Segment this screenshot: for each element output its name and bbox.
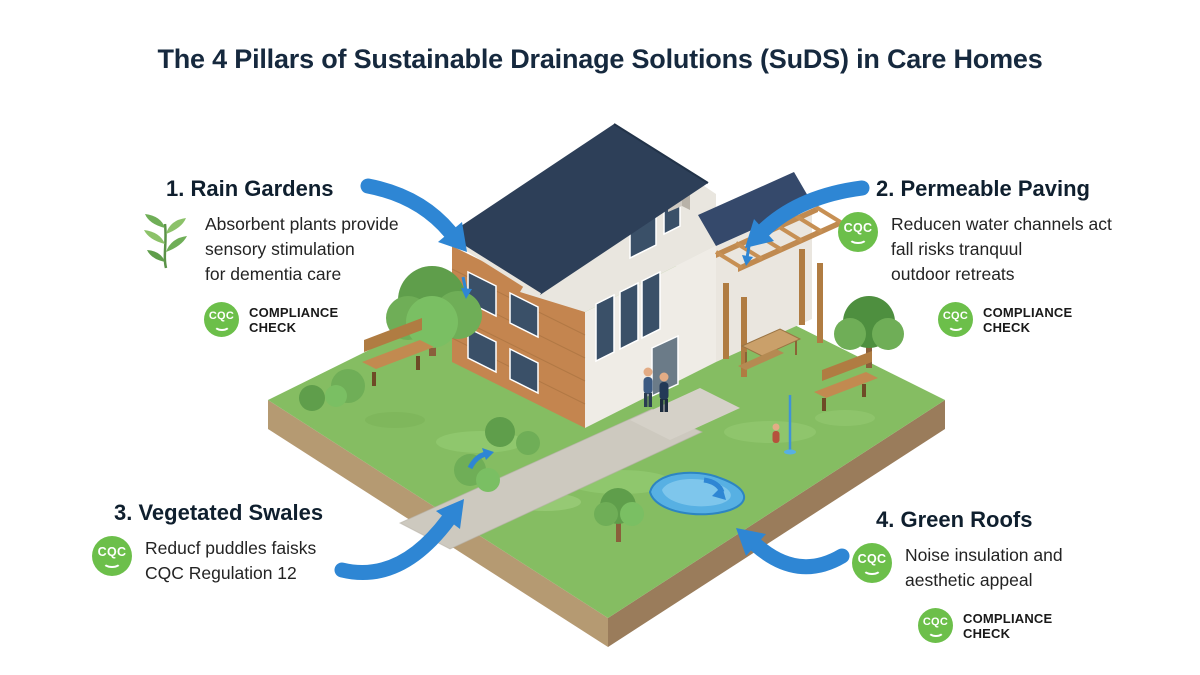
cqc-badge-icon: CQC: [852, 543, 892, 583]
cqc-badge-icon: CQC: [838, 212, 878, 252]
arrow-permeable-paving: [745, 180, 870, 248]
pillar-description: Reducf puddles faisks CQC Regulation 12: [145, 538, 317, 583]
bench-right: [814, 351, 878, 411]
compliance-check: CQC COMPLIANCE CHECK: [938, 302, 1148, 337]
pillar-description: Reducen water channels act fall risks tr…: [891, 214, 1112, 284]
pillar-vegetated-swales: 3. Vegetated Swales CQC Reducf puddles f…: [92, 500, 382, 586]
window: [509, 347, 539, 395]
pillar-heading: 1. Rain Gardens: [166, 176, 334, 201]
pillar-permeable-paving: 2. Permeable Paving CQC Reducen water ch…: [838, 176, 1148, 337]
window: [467, 326, 497, 374]
callout-arrows: [334, 178, 870, 580]
arrow-rain-gardens: [360, 178, 467, 252]
pillar-green-roofs: 4. Green Roofs CQC Noise insulation and …: [852, 507, 1122, 643]
pillar-description: Absorbent plants provide sensory stimula…: [205, 214, 399, 284]
window: [619, 281, 639, 351]
arrow-vegetated-swales: [334, 499, 464, 580]
window: [595, 293, 615, 363]
cqc-badge-icon: CQC: [92, 536, 132, 576]
compliance-label: COMPLIANCE CHECK: [983, 304, 1073, 335]
terrace: [630, 388, 740, 440]
arrow-green-roofs: [736, 528, 850, 575]
pillar-heading: 2. Permeable Paving: [876, 176, 1090, 201]
pillar-rain-gardens: 1. Rain Gardens Absorbent plants provide…: [140, 176, 410, 337]
window: [641, 270, 661, 340]
compliance-label: COMPLIANCE CHECK: [963, 610, 1053, 641]
plant-sprig-icon: [144, 214, 187, 269]
cqc-badge-icon: CQC: [938, 302, 973, 337]
water-flow-arrows: [461, 245, 753, 500]
page-title: The 4 Pillars of Sustainable Drainage So…: [157, 44, 1043, 74]
tree-small: [594, 488, 644, 542]
pillar-heading: 4. Green Roofs: [876, 507, 1033, 532]
garden-table: [740, 328, 802, 357]
pillar-description: Noise insulation and aesthetic appeal: [905, 545, 1063, 590]
cqc-badge-icon: CQC: [918, 608, 953, 643]
compliance-check: CQC COMPLIANCE CHECK: [918, 608, 1122, 643]
front-wall: [585, 246, 716, 428]
bushes-back: [299, 369, 365, 411]
main-roof: [446, 124, 708, 295]
care-home-building: [444, 123, 812, 440]
cqc-badge-icon: CQC: [204, 302, 239, 337]
bench-left: [362, 318, 434, 386]
compliance-label: COMPLIANCE CHECK: [249, 304, 339, 335]
window: [509, 291, 539, 339]
bushes-front: [454, 417, 540, 492]
right-wing-roof: [698, 172, 812, 246]
compliance-check: CQC COMPLIANCE CHECK: [204, 302, 410, 337]
pond: [648, 471, 746, 516]
garden-bench: [738, 349, 784, 370]
pillar-heading: 3. Vegetated Swales: [114, 500, 324, 525]
residents: [643, 367, 780, 443]
